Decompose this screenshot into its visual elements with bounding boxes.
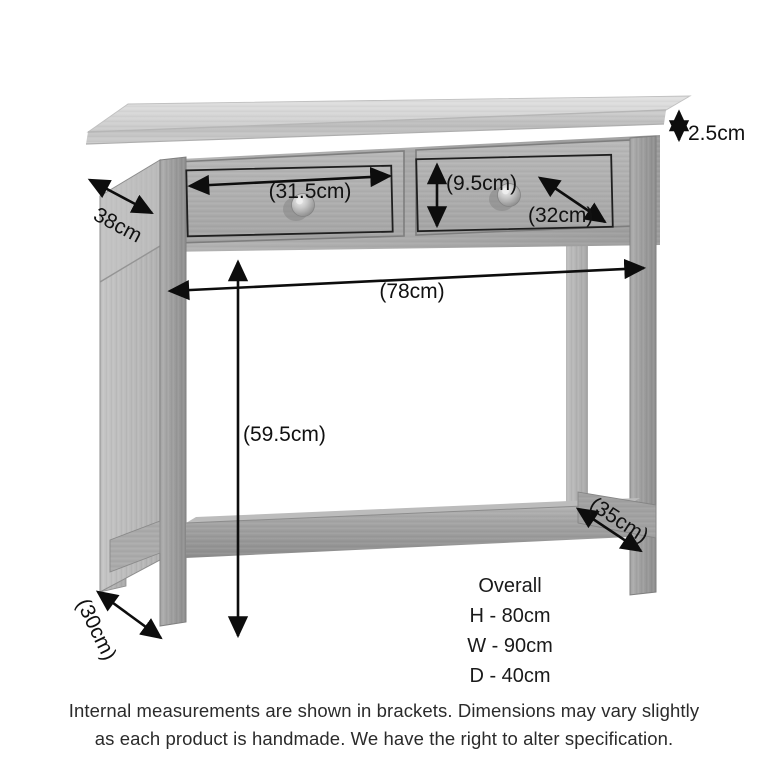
dim-internal-width: (78cm) — [167, 258, 647, 303]
lower-shelf — [185, 498, 640, 558]
footnote-line-2: as each product is handmade. We have the… — [94, 728, 674, 749]
dim-drawer-height-label: (9.5cm) — [446, 172, 517, 195]
dim-internal-height-label: (59.5cm) — [243, 423, 326, 446]
side-panel-left — [99, 159, 161, 593]
leg-front-left — [159, 156, 187, 627]
dim-foot-depth: (30cm) — [72, 590, 163, 664]
dim-foot-depth-label: (30cm) — [72, 595, 121, 664]
stretcher-left — [109, 520, 161, 573]
dim-drawer-width: (31.5cm) — [185, 164, 394, 238]
dim-internal-width-label: (78cm) — [379, 280, 444, 303]
footnote-line-1: Internal measurements are shown in brack… — [68, 700, 700, 721]
table-structure — [85, 95, 692, 627]
overall-depth: D - 40cm — [469, 665, 550, 687]
drawer-knob-left — [283, 193, 315, 221]
dim-top-thickness: 2.5cm — [668, 109, 745, 145]
dim-drawer-width-label: (31.5cm) — [269, 180, 352, 203]
dim-drawer-height-box — [415, 153, 614, 233]
dim-drawer-depth-label: (32cm) — [528, 204, 593, 227]
overall-width: W - 90cm — [467, 635, 553, 657]
dim-drawer-depth: (32cm) — [528, 176, 607, 227]
dim-top-thickness-label: 2.5cm — [688, 122, 745, 145]
overall-dimensions-block: Overall H - 80cm W - 90cm D - 40cm — [467, 575, 553, 687]
overall-heading: Overall — [478, 575, 541, 597]
overall-height: H - 80cm — [469, 605, 550, 627]
table-top — [85, 95, 692, 145]
dim-internal-height: (59.5cm) — [227, 259, 326, 639]
dim-drawer-height: (9.5cm) — [415, 153, 614, 233]
leg-front-right — [629, 135, 657, 596]
drawer-knob-right — [489, 183, 521, 211]
